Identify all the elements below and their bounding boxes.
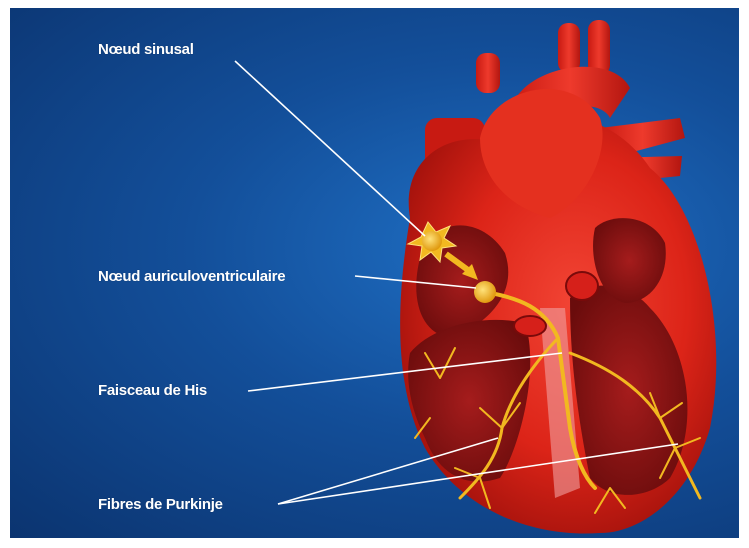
label-bundle-of-his: Faisceau de His (98, 382, 207, 399)
aortic-branch-3 (588, 20, 610, 75)
aortic-branch-2 (558, 23, 580, 73)
label-sinus-node: Nœud sinusal (98, 41, 194, 58)
leader-sinus-node (235, 61, 425, 236)
aortic-valve (566, 272, 598, 300)
aortic-branch-1 (476, 53, 500, 93)
av-node (474, 281, 496, 303)
sinus-node (422, 231, 442, 251)
tricuspid-valve (514, 316, 546, 336)
label-purkinje-fibers: Fibres de Purkinje (98, 496, 223, 513)
label-av-node: Nœud auriculoventriculaire (98, 268, 285, 285)
diagram-background: Nœud sinusal Nœud auriculoventriculaire … (10, 8, 739, 538)
